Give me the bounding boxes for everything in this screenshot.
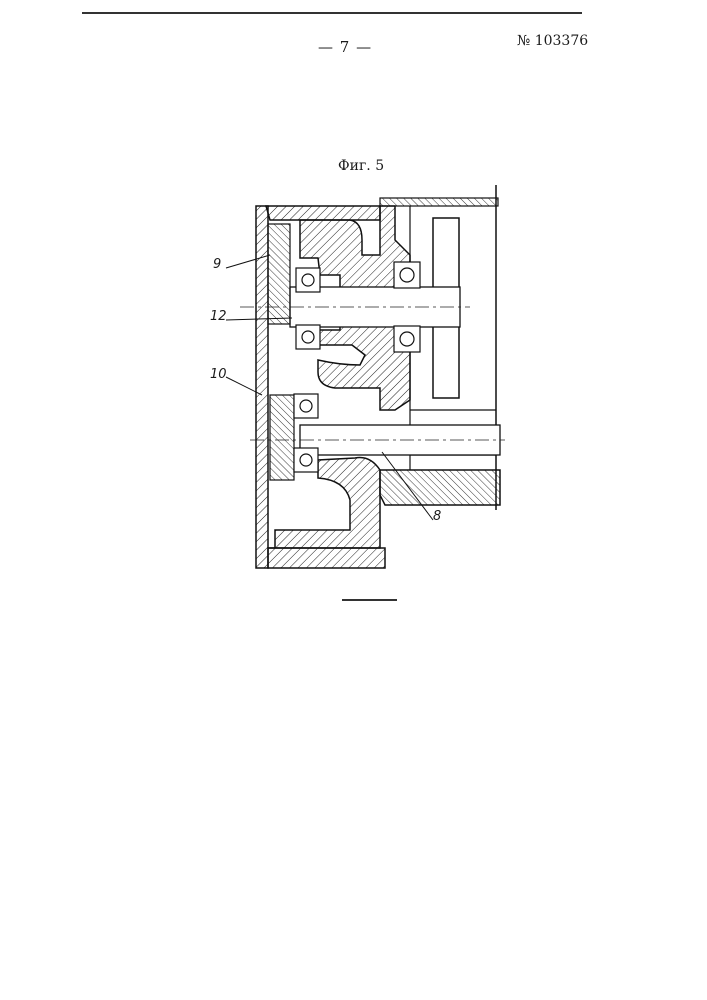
technical-drawing: 9 12 10 8 <box>200 185 520 585</box>
lower-gear <box>270 395 294 480</box>
figure-caption: Фиг. 5 <box>338 158 384 174</box>
upper-gear <box>268 224 290 324</box>
callout-8: 8 <box>433 509 441 524</box>
housing-cover-plate <box>256 206 268 568</box>
header-rule <box>82 12 582 14</box>
callout-12: 12 <box>210 309 227 324</box>
page-number: — 7 — <box>318 38 372 56</box>
lower-flange <box>380 470 500 505</box>
housing-top-wall <box>266 206 380 220</box>
upper-flange <box>380 198 498 206</box>
housing-base <box>268 548 385 568</box>
end-rule <box>342 599 397 601</box>
patent-number: № 103376 <box>517 33 588 49</box>
callout-9: 9 <box>213 257 221 272</box>
callout-10: 10 <box>210 367 227 382</box>
